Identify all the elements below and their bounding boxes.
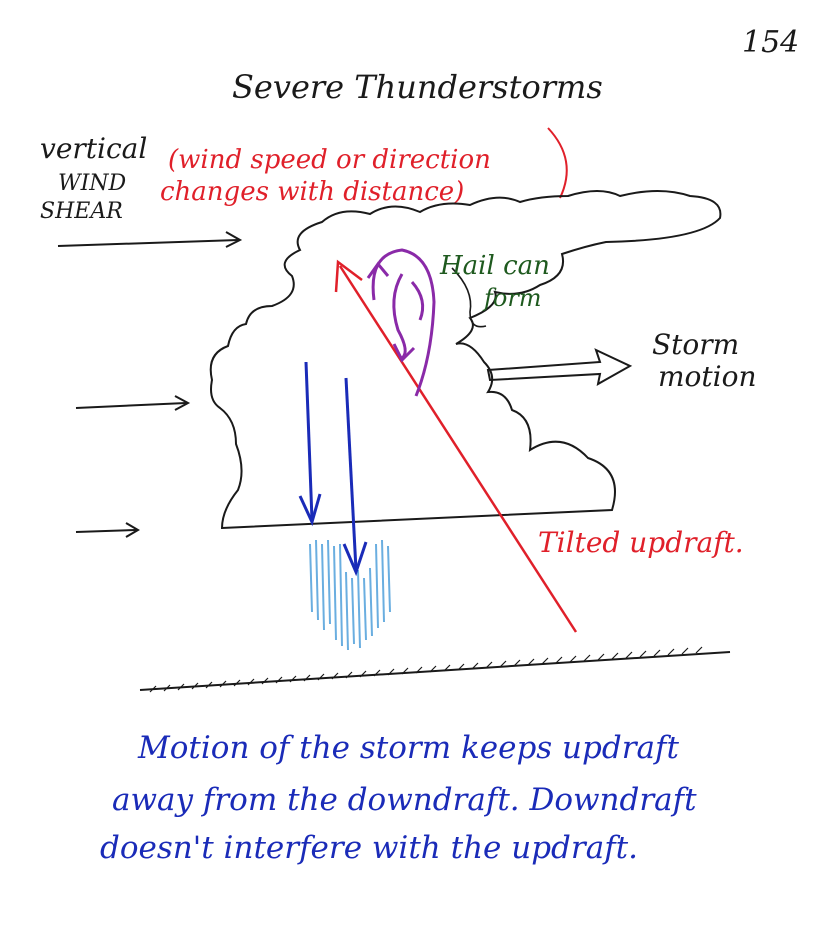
cloud-inner-edge: [451, 267, 487, 328]
rain-shaft: [309, 539, 391, 651]
ground: [139, 646, 731, 693]
page-title: Severe Thunderstorms: [232, 68, 603, 106]
tilted-updraft-arrow: [334, 259, 578, 633]
wind-arrow-upper: [57, 231, 243, 248]
hail-label: Hail can form: [439, 251, 550, 312]
updraft-label: Tilted updraft.: [538, 526, 744, 559]
shear-label-line1: vertical: [40, 132, 147, 165]
hail-label-line2: form: [482, 284, 542, 312]
shear-note-close-paren: [547, 127, 568, 199]
shear-label: vertical WIND SHEAR: [40, 132, 147, 224]
storm-motion-line2: motion: [658, 360, 757, 393]
downdraft-arrow-right: [342, 377, 368, 577]
wind-arrow-lower: [75, 522, 140, 538]
hail-loop: [366, 248, 436, 397]
wind-arrow-middle: [75, 395, 191, 411]
shear-note-line2: changes with distance): [160, 177, 464, 207]
hail-label-line1: Hail can: [439, 251, 550, 281]
storm-motion-arrow: [486, 348, 633, 386]
page-number: 154: [742, 25, 799, 60]
storm-motion-line1: Storm: [652, 328, 739, 361]
shear-label-line3: SHEAR: [40, 199, 123, 224]
wind-arrows: [57, 231, 243, 538]
caption-line3: doesn't interfere with the updraft.: [100, 830, 638, 866]
shear-note-line1: (wind speed or direction: [168, 145, 491, 175]
shear-note: (wind speed or direction changes with di…: [160, 127, 568, 207]
shear-label-line2: WIND: [58, 171, 127, 196]
storm-motion-label: Storm motion: [652, 328, 757, 393]
caption: Motion of the storm keeps updraft away f…: [100, 730, 697, 866]
caption-line2: away from the downdraft. Downdraft: [112, 782, 697, 818]
downdraft-arrows: [298, 361, 368, 577]
caption-line1: Motion of the storm keeps updraft: [137, 730, 679, 766]
downdraft-arrow-left: [298, 361, 322, 527]
thunderstorm-cloud: [209, 190, 722, 530]
